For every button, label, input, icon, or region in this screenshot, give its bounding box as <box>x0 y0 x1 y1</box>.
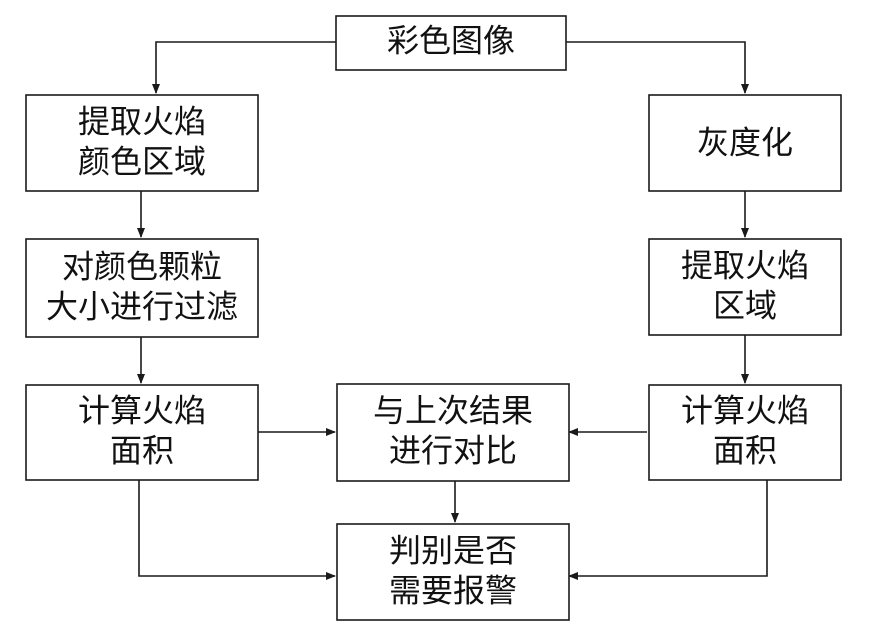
node-label-line-1: 计算火焰 <box>681 392 809 430</box>
node-label: 彩色图像 <box>387 22 515 60</box>
node-label-line-1: 对颜色颗粒 <box>62 248 222 286</box>
node-extract-fire-region: 提取火焰 区域 <box>648 238 842 336</box>
node-label-line-1: 提取火焰 <box>78 103 206 141</box>
node-label-line-1: 与上次结果 <box>373 392 533 430</box>
edge-color-image-to-grayscale <box>566 41 749 94</box>
edge-calc-area-left-to-judge <box>138 480 336 580</box>
node-label-line-2: 进行对比 <box>389 432 517 470</box>
node-calc-fire-area-left: 计算火焰 面积 <box>25 384 259 481</box>
connectors <box>137 41 768 580</box>
node-label-line-2: 面积 <box>110 432 174 470</box>
node-label-line-2: 区域 <box>713 287 777 325</box>
node-label: 灰度化 <box>697 124 793 162</box>
node-compare-with-last: 与上次结果 进行对比 <box>336 383 570 482</box>
node-filter-color-particles: 对颜色颗粒 大小进行过滤 <box>25 238 259 338</box>
node-label-line-2: 大小进行过滤 <box>46 288 238 326</box>
node-extract-fire-color-region: 提取火焰 颜色区域 <box>25 94 259 192</box>
node-label-line-1: 判别是否 <box>389 532 517 570</box>
edge-color-image-to-extract-fire-color <box>152 41 336 94</box>
node-grayscale: 灰度化 <box>648 94 842 192</box>
node-label-line-1: 计算火焰 <box>78 392 206 430</box>
node-label-line-1: 提取火焰 <box>681 247 809 285</box>
node-calc-fire-area-right: 计算火焰 面积 <box>648 384 842 481</box>
edge-calc-area-right-to-judge <box>568 480 768 580</box>
node-label-line-2: 颜色区域 <box>78 143 206 181</box>
node-label-line-2: 面积 <box>713 432 777 470</box>
node-label-line-2: 需要报警 <box>389 572 517 610</box>
node-color-image: 彩色图像 <box>335 15 567 71</box>
node-judge-alarm: 判别是否 需要报警 <box>336 523 570 621</box>
